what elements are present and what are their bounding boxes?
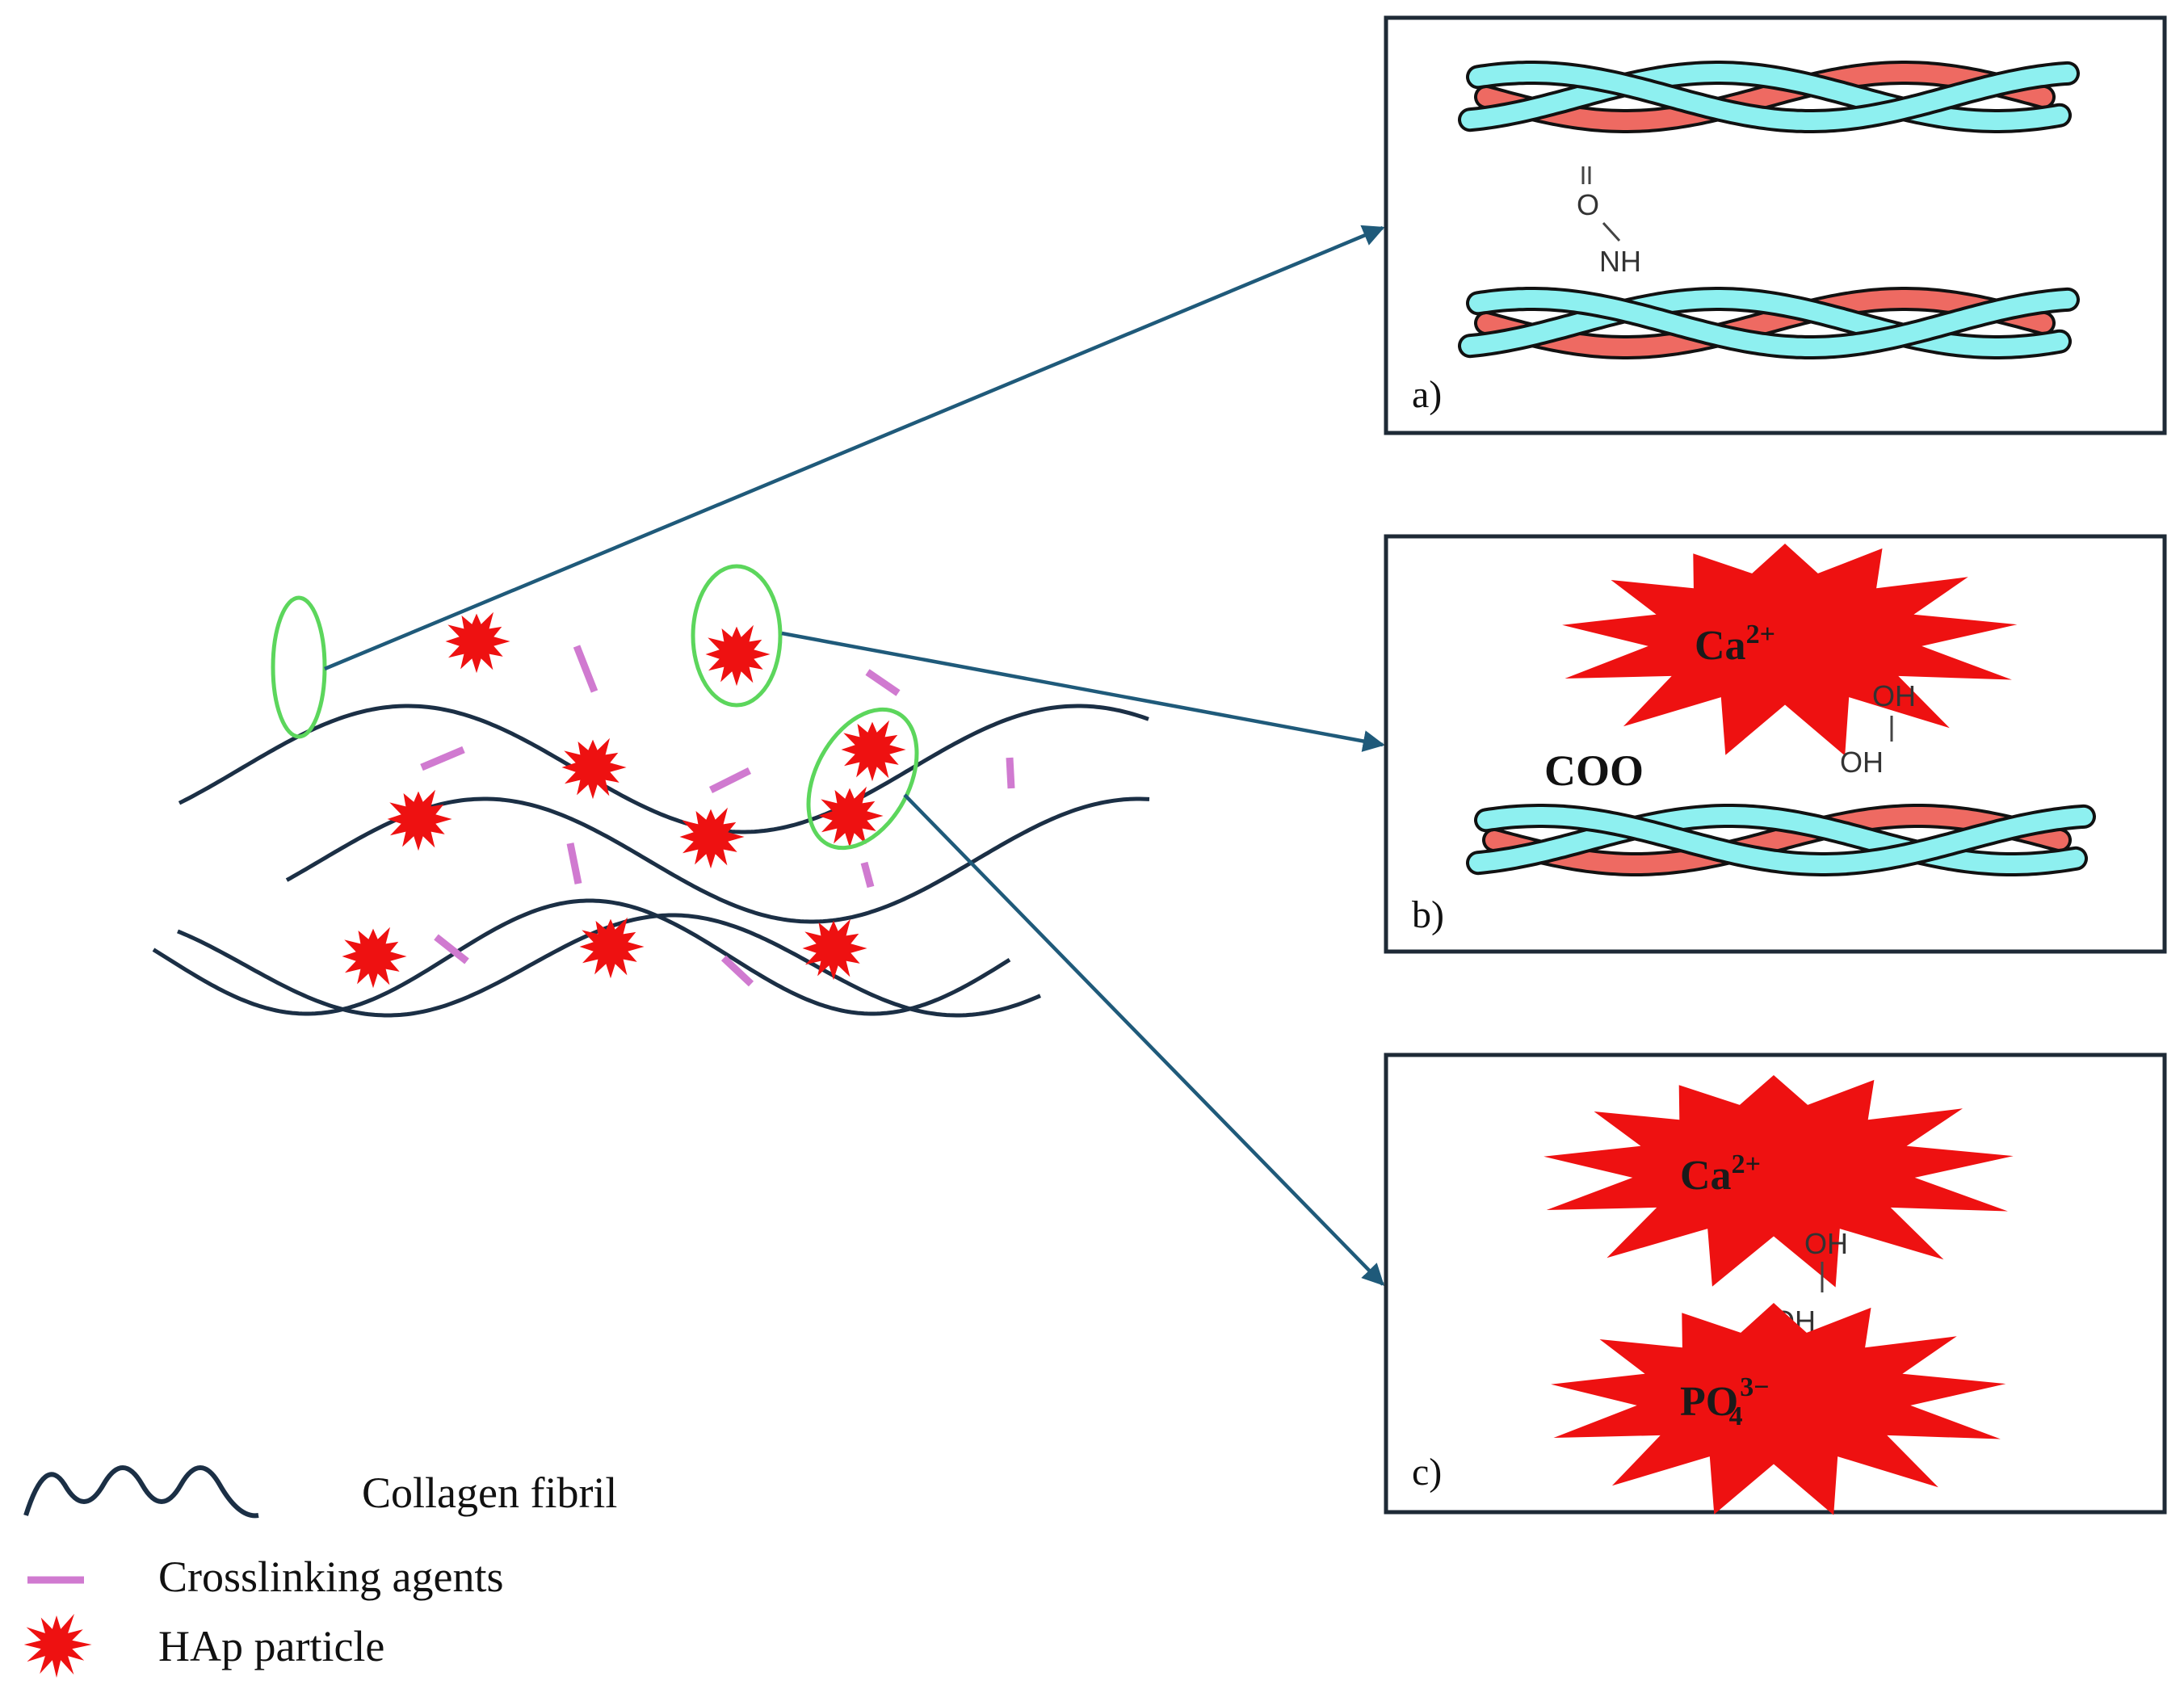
panel-c-label: c) xyxy=(1412,1451,1442,1494)
bond-nh-label: NH xyxy=(1599,245,1641,278)
crosslinking-agents xyxy=(420,645,1015,987)
arrow-to-panel-c xyxy=(903,793,1384,1286)
oh-top-label: OH xyxy=(1872,679,1916,712)
highlight-ellipse-b xyxy=(691,564,783,708)
crosslink xyxy=(708,767,752,794)
legend-hap-label: HAp particle xyxy=(158,1622,384,1670)
phosphate-particle xyxy=(1551,1303,2006,1515)
arrow-to-panel-a xyxy=(324,225,1385,671)
hap-particles xyxy=(342,611,906,989)
legend: Collagen fibril Crosslinking agents HAp … xyxy=(23,1465,617,1678)
hap-particle xyxy=(841,720,906,782)
collagen-fibril xyxy=(178,704,1149,834)
legend-fibril-label: Collagen fibril xyxy=(362,1469,617,1517)
panel-c: Ca2+ OH OH PO3−4 c) xyxy=(1384,1053,2167,1515)
hap-particle xyxy=(705,624,771,687)
helix-strand xyxy=(1461,290,2068,356)
triple-helix-bottom xyxy=(1458,287,2080,359)
zoom-arrows xyxy=(324,225,1385,1286)
legend-fibril-swatch xyxy=(23,1465,259,1519)
helix-strand xyxy=(1477,290,2052,356)
collagen-fibrils xyxy=(152,704,1150,1018)
crosslink xyxy=(860,861,875,889)
highlight-ellipse-c xyxy=(806,707,919,851)
panel-a-label: a) xyxy=(1412,373,1442,416)
amide-bond: O NH xyxy=(1577,166,1641,278)
arrow-to-panel-b xyxy=(781,631,1385,752)
hap-particle xyxy=(679,807,745,869)
hap-particle xyxy=(579,917,645,979)
crosslink xyxy=(720,955,754,987)
helix-strand xyxy=(1469,807,2085,873)
bond-oxygen-label: O xyxy=(1577,188,1599,221)
highlight-ellipse-a xyxy=(271,595,327,739)
phosphate-ion-label: PO3−4 xyxy=(1680,1372,1770,1431)
hap-particle xyxy=(802,918,867,981)
calcium-ion-label: Ca2+ xyxy=(1680,1149,1761,1199)
hap-particle xyxy=(387,789,452,851)
calcium-ion-label: Ca2+ xyxy=(1695,620,1775,669)
helix-strand xyxy=(1469,290,2077,356)
panel-b-label: b) xyxy=(1412,893,1444,936)
carboxyl-group-label: COO xyxy=(1544,746,1644,795)
crosslink xyxy=(434,934,469,964)
crosslink xyxy=(573,645,598,693)
calcium-particle xyxy=(1562,544,2018,756)
helix-strand xyxy=(1469,64,2077,130)
crosslink xyxy=(865,669,901,696)
panel-a: O NH a) xyxy=(1384,15,2167,435)
hydroxyl-bond: OH OH xyxy=(1840,679,1916,779)
helix-strand xyxy=(1485,807,2068,873)
helix-strand xyxy=(1477,64,2052,130)
helix-strand xyxy=(1477,807,2093,873)
panel-b: Ca2+ OH OH COO b) xyxy=(1384,534,2167,954)
hap-particle xyxy=(818,786,884,848)
oh-top-label: OH xyxy=(1804,1227,1848,1260)
oh-bottom-label: OH xyxy=(1840,746,1884,779)
fibril-network xyxy=(152,564,1150,1018)
crosslink xyxy=(1006,757,1015,789)
collagen-fibril xyxy=(152,898,1011,1016)
triple-helix-top xyxy=(1458,61,2080,133)
legend-crosslink-label: Crosslinking agents xyxy=(158,1553,504,1601)
crosslink xyxy=(566,842,582,885)
calcium-particle xyxy=(1544,1075,2014,1288)
hap-particle xyxy=(561,737,627,800)
hap-particle xyxy=(445,611,510,674)
legend-hap-swatch xyxy=(23,1613,92,1678)
crosslink xyxy=(420,746,465,771)
hap-particle xyxy=(342,927,407,989)
helix-strand xyxy=(1461,64,2068,130)
triple-helix xyxy=(1466,804,2096,876)
